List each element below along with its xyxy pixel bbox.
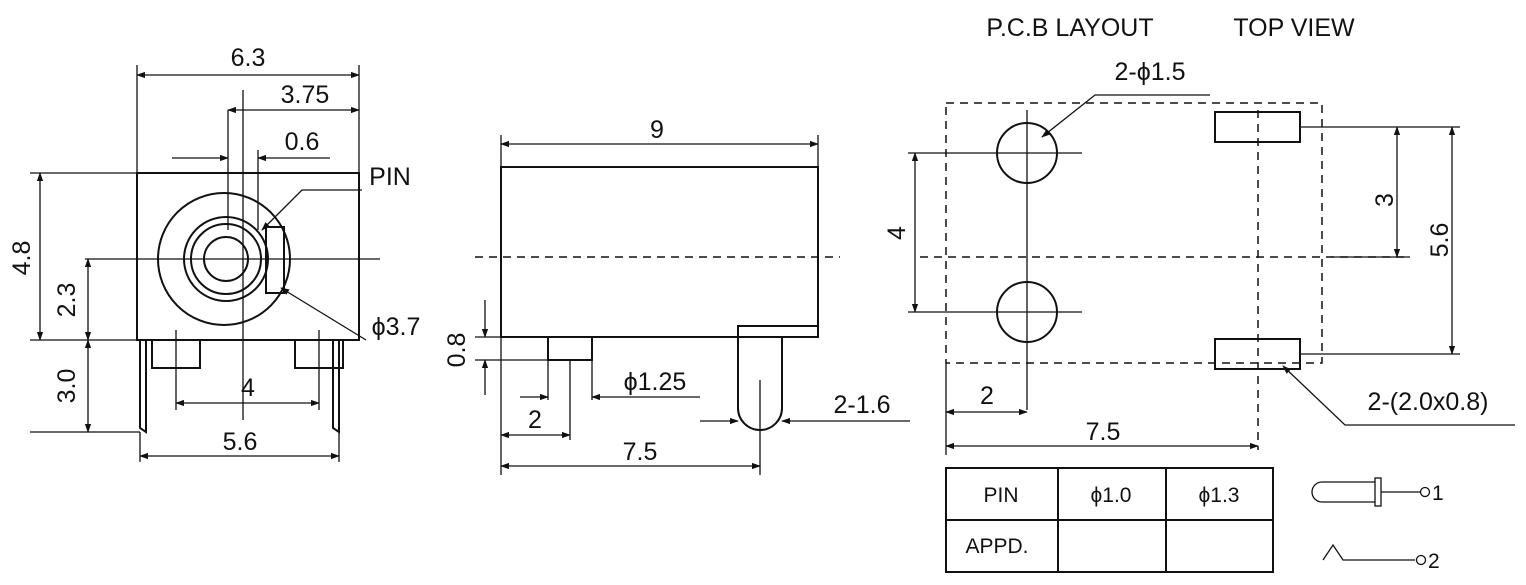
pads-leader — [1282, 365, 1515, 426]
top-view-title: TOP VIEW — [1233, 14, 1355, 42]
side-pin-diameter-label: ϕ1.25 — [624, 368, 687, 396]
front-inner-pitch-label: 4 — [241, 374, 255, 402]
pcb-hole-pitch-label: 4 — [883, 226, 911, 240]
pcb-pads-label: 2-(2.0x0.8) — [1368, 388, 1489, 416]
side-length-label: 9 — [650, 116, 664, 144]
table-header-d10: ϕ1.0 — [1091, 484, 1132, 507]
front-outer-pitch-label: 5.6 — [223, 428, 258, 456]
pcb-length-label: 7.5 — [1086, 418, 1121, 446]
table-row-appd: APPD. — [965, 535, 1028, 558]
legend-terminal-2 — [1415, 554, 1427, 566]
side-standoff-label: 0.8 — [443, 333, 471, 368]
legend-terminal-1 — [1419, 486, 1431, 498]
pcb-hole-offset-label: 2 — [980, 382, 994, 410]
front-view: 6.3 3.75 0.6 PIN ϕ3.7 4.8 2.3 3.0 4 5.6 — [8, 44, 420, 462]
front-leg-length-label: 3.0 — [53, 369, 81, 404]
front-height-label: 4.8 — [8, 241, 36, 276]
pcb-pad-pitch-label: 3 — [1371, 193, 1399, 207]
side-pin-pitch-label: 7.5 — [623, 438, 658, 466]
side-leg-width-label: 2-1.6 — [834, 391, 891, 419]
holes-leader — [1041, 94, 1210, 138]
legend-appd-symbol — [1322, 543, 1415, 561]
front-pin-width-label: 0.6 — [285, 128, 320, 156]
front-center-height-label: 2.3 — [53, 283, 81, 318]
front-offset-label: 3.75 — [281, 81, 330, 109]
pin-leader — [261, 189, 362, 231]
pcb-pad-span-label: 5.6 — [1426, 223, 1454, 258]
table-header-pin: PIN — [983, 484, 1018, 507]
front-right-leg — [332, 340, 340, 434]
legend-item-2: 2 — [1428, 550, 1440, 573]
pin-label: PIN — [369, 163, 411, 191]
front-width-label: 6.3 — [231, 44, 266, 72]
front-diameter-label: ϕ3.7 — [372, 313, 421, 341]
pcb-outline — [945, 102, 1323, 364]
table-header-d13: ϕ1.3 — [1199, 484, 1240, 507]
legend-pin-symbol — [1311, 481, 1375, 503]
diameter-leader — [280, 287, 367, 341]
pcb-holes-label: 2-ϕ1.5 — [1115, 58, 1186, 86]
side-leg — [737, 325, 819, 431]
legend-item-1: 1 — [1432, 482, 1444, 505]
side-pin — [547, 336, 593, 361]
side-view: 9 0.8 ϕ1.25 2 7.5 2-1.6 — [443, 116, 910, 475]
pcb-layout: P.C.B LAYOUT TOP VIEW 2-ϕ1.5 4 3 5.6 2 — [883, 14, 1515, 455]
side-body-outline — [500, 166, 819, 338]
pcb-layout-title: P.C.B LAYOUT — [986, 14, 1153, 42]
pin-table: PIN ϕ1.0 ϕ1.3 APPD. — [945, 467, 1274, 573]
front-left-leg — [139, 340, 147, 434]
side-pin-offset-label: 2 — [528, 406, 542, 434]
front-pin-contact — [265, 226, 285, 294]
legend-pin-collar — [1374, 477, 1382, 507]
front-body-outline — [136, 172, 360, 341]
legend: 1 2 — [1311, 477, 1444, 573]
